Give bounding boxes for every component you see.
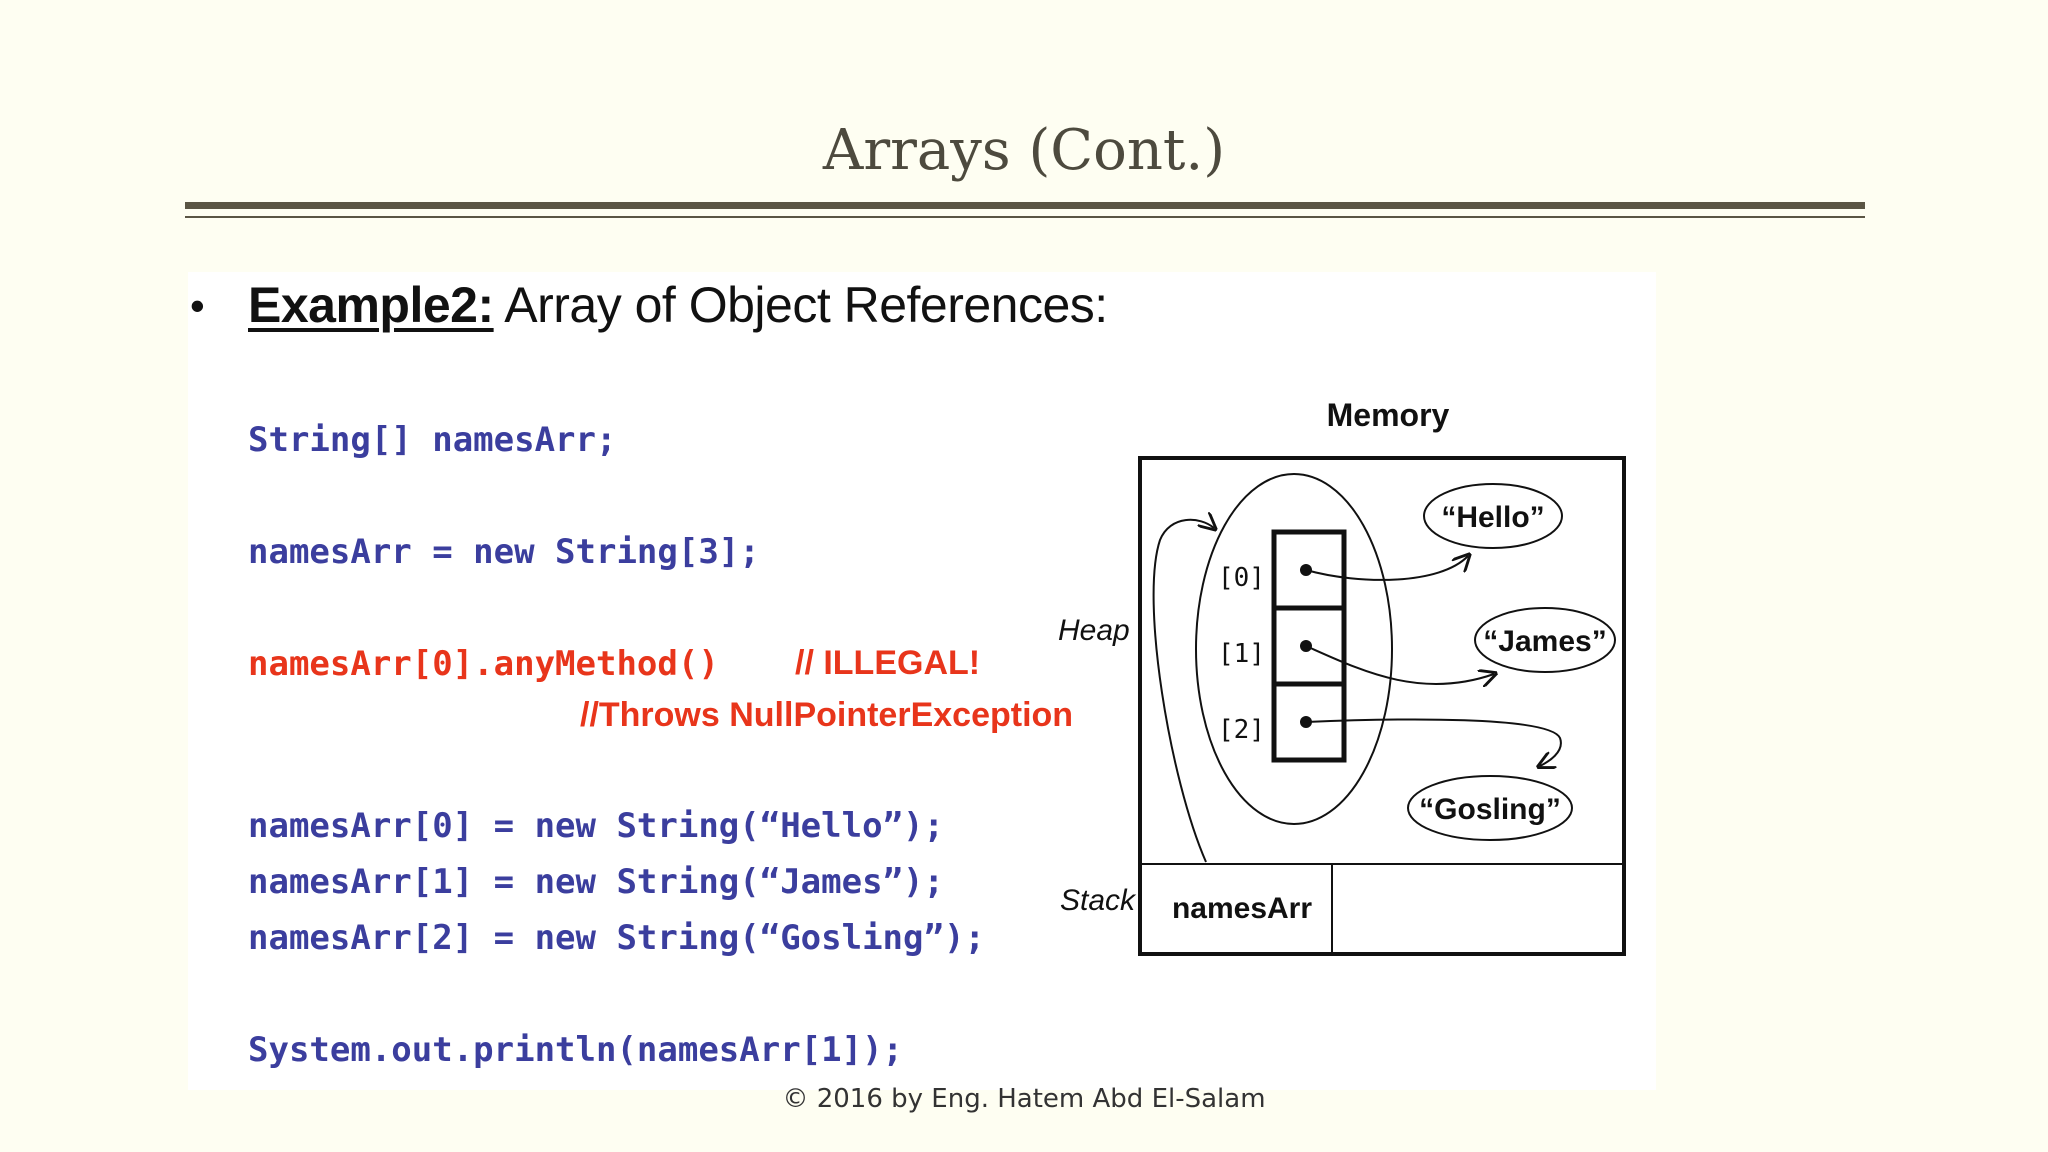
string-label-james: “James” (1483, 625, 1606, 658)
code-line-assign-hello: namesArr[0] = new String(“Hello”); (248, 806, 944, 846)
bullet-marker: • (190, 282, 205, 329)
string-label-gosling: “Gosling” (1419, 793, 1561, 826)
slide-title: Arrays (Cont.) (822, 118, 1226, 183)
array-object-ellipse (1195, 473, 1393, 825)
example-heading: Example2: Array of Object References: (248, 276, 1108, 334)
string-label-hello: “Hello” (1441, 501, 1544, 534)
string-object-hello (1423, 483, 1563, 549)
code-line-println: System.out.println(namesArr[1]); (248, 1030, 904, 1070)
reference-arrow-gosling (1305, 718, 1562, 766)
reference-arrow-james (1305, 645, 1494, 684)
code-line-illegal-call: namesArr[0].anyMethod() (248, 644, 719, 684)
array-index-0: [0] (1218, 563, 1265, 593)
slide-footer: © 2016 by Eng. Hatem Abd El-Salam (782, 1084, 1266, 1114)
stack-to-heap-arrow (1152, 520, 1214, 863)
memory-title: Memory (1327, 397, 1450, 433)
code-line-assign-james: namesArr[1] = new String(“James”); (248, 862, 944, 902)
title-rule-thin (185, 216, 1865, 218)
array-index-2: [2] (1218, 715, 1265, 745)
code-line-assign-gosling: namesArr[2] = new String(“Gosling”); (248, 918, 985, 958)
title-rule-thick (185, 202, 1865, 209)
code-comment-illegal: // ILLEGAL! (795, 644, 981, 682)
example-heading-lead: Example2: (248, 277, 494, 333)
stack-variable-label: namesArr (1172, 892, 1312, 925)
example-heading-rest: Array of Object References: (493, 277, 1108, 333)
heap-label: Heap (1058, 614, 1130, 647)
memory-box (1138, 456, 1626, 956)
memory-diagram: Memory Heap Stack [0] [1] [2] “Hello” “J… (1058, 397, 1626, 956)
string-object-james (1474, 607, 1616, 673)
stack-label: Stack (1060, 884, 1137, 917)
array-index-1: [1] (1218, 639, 1265, 669)
code-line-declare: String[] namesArr; (248, 420, 617, 460)
reference-arrow-hello (1305, 556, 1468, 581)
code-line-allocate: namesArr = new String[3]; (248, 532, 760, 572)
string-object-gosling (1407, 775, 1573, 841)
code-comment-exception: //Throws NullPointerException (580, 696, 1074, 734)
